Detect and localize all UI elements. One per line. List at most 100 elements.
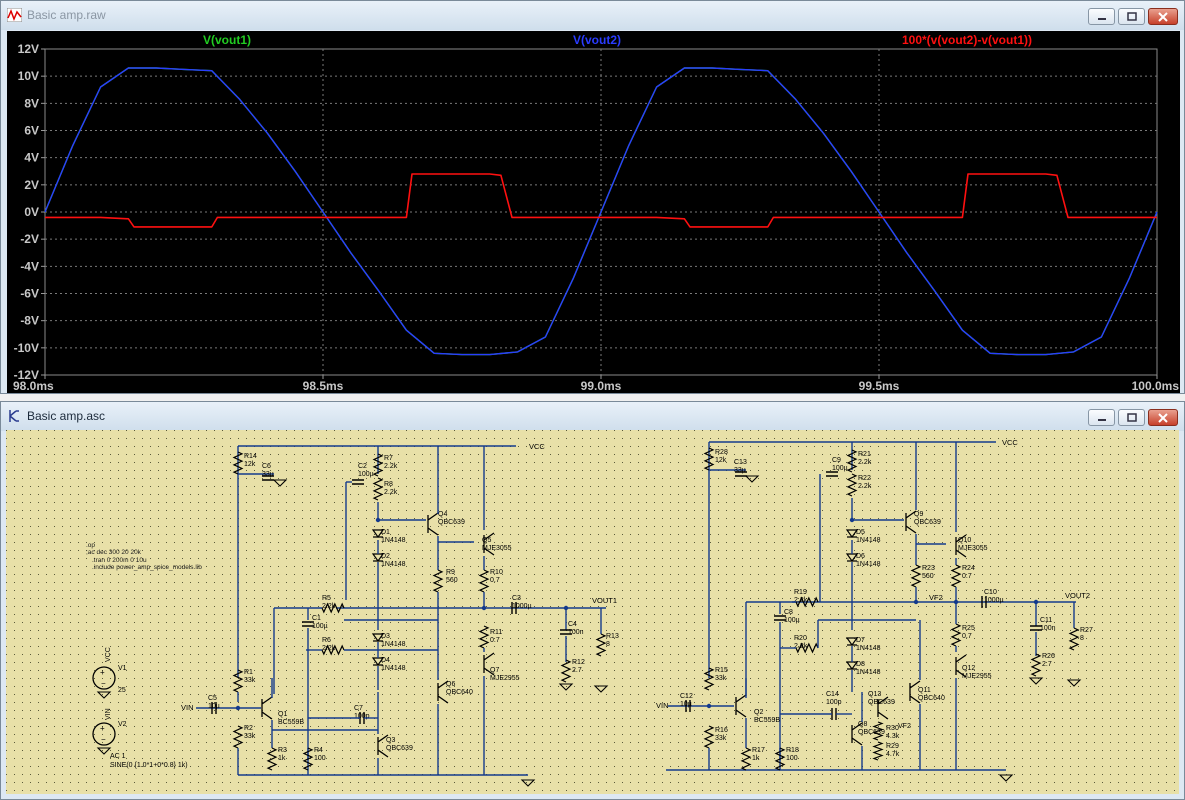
polarity-label: − xyxy=(101,735,106,744)
component-ref: R22 xyxy=(858,475,871,482)
component-ref: Q1 xyxy=(278,711,287,718)
component-value: 8 xyxy=(1080,635,1084,642)
waveform-app-icon xyxy=(7,8,22,22)
component-value: QBC639 xyxy=(386,745,413,752)
ground-symbol xyxy=(744,475,760,483)
component-value: 2.7 xyxy=(1042,661,1052,668)
waveform-titlebar[interactable]: Basic amp.raw xyxy=(1,1,1184,30)
component-ref: R14 xyxy=(244,453,257,460)
transistor-symbol xyxy=(427,512,439,536)
net-label: VF2 xyxy=(929,593,943,602)
component-value: 33k xyxy=(244,677,256,684)
resistor-symbol xyxy=(846,473,858,497)
component-ref: R26 xyxy=(1042,653,1055,660)
component-ref: D7 xyxy=(856,637,865,644)
maximize-button[interactable] xyxy=(1118,409,1145,426)
close-icon xyxy=(1158,11,1168,22)
component-ref: C9 xyxy=(832,457,841,464)
schematic-titlebar[interactable]: Basic amp.asc xyxy=(1,402,1184,431)
resistor-symbol xyxy=(950,564,962,588)
component-ref: Q13 xyxy=(868,691,881,698)
component-ref: R27 xyxy=(1080,627,1093,634)
component-value: 1N4148 xyxy=(856,561,881,568)
component-ref: Q4 xyxy=(438,511,447,518)
voltage-source-symbol xyxy=(92,722,116,746)
legend-entry: V(vout1) xyxy=(203,33,251,47)
resistor-symbol xyxy=(795,642,819,654)
component-value: 0.7 xyxy=(962,573,972,580)
component-value: 1000µ xyxy=(984,597,1004,604)
capacitor-symbol xyxy=(685,700,691,712)
resistor-symbol xyxy=(432,569,444,593)
component-value: 2.2k xyxy=(322,645,336,652)
component-ref: C1 xyxy=(312,615,321,622)
component-value: 100n xyxy=(1040,625,1056,632)
component-ref: R6 xyxy=(322,637,331,644)
transistor-symbol xyxy=(735,694,747,718)
maximize-button[interactable] xyxy=(1118,8,1145,25)
component-ref: R23 xyxy=(922,565,935,572)
transistor-symbol xyxy=(261,696,273,720)
close-icon xyxy=(1158,412,1168,423)
component-value: QBC640 xyxy=(446,689,473,696)
capacitor-symbol xyxy=(735,471,747,477)
component-ref: C5 xyxy=(208,695,217,702)
component-value: 0.7 xyxy=(490,637,500,644)
minimize-button[interactable] xyxy=(1088,409,1115,426)
capacitor-symbol xyxy=(1030,625,1042,631)
close-button[interactable] xyxy=(1148,8,1178,25)
transistor-symbol xyxy=(955,534,967,558)
net-label: VCC xyxy=(529,442,545,451)
component-value: 100 xyxy=(314,755,326,762)
component-value: MJE3055 xyxy=(958,545,988,552)
y-tick-label: -4V xyxy=(20,259,39,273)
component-value: 100p xyxy=(826,699,842,706)
resistor-symbol xyxy=(595,633,607,657)
component-ref: Q3 xyxy=(386,737,395,744)
component-value: MJE2955 xyxy=(962,673,992,680)
component-ref: Q7 xyxy=(490,667,499,674)
component-value: 10µ xyxy=(208,703,220,710)
component-ref: C2 xyxy=(358,463,367,470)
component-value: QBC640 xyxy=(918,695,945,702)
component-value: 2.2k xyxy=(384,489,398,496)
component-ref: Q10 xyxy=(958,537,971,544)
net-label: VF2 xyxy=(898,723,911,730)
resistor-symbol xyxy=(321,644,345,656)
transistor-symbol xyxy=(377,734,389,758)
resistor-symbol xyxy=(774,747,786,771)
component-ref: R18 xyxy=(786,747,799,754)
spice-directive: .tran 0 200m 0 10u xyxy=(92,557,147,564)
series-line-2 xyxy=(44,67,1158,356)
component-ref: V1 xyxy=(118,665,127,672)
component-ref: Q2 xyxy=(754,709,763,716)
y-tick-label: -12V xyxy=(14,368,39,382)
resistor-symbol xyxy=(1068,627,1080,651)
resistor-symbol xyxy=(478,625,490,649)
component-ref: C3 xyxy=(512,595,521,602)
source-value: SINE(0 {1.0*1+0*0.8} 1k) xyxy=(110,762,188,769)
component-ref: D1 xyxy=(381,529,390,536)
ground-symbol xyxy=(593,685,609,693)
component-ref: R15 xyxy=(715,667,728,674)
y-tick-label: 4V xyxy=(24,151,39,165)
transistor-symbol xyxy=(851,722,863,746)
component-value: 100µ xyxy=(832,465,848,472)
transistor-symbol xyxy=(483,652,495,676)
resistor-symbol xyxy=(372,477,384,501)
component-value: 0.7 xyxy=(962,633,972,640)
resistor-symbol xyxy=(560,659,572,683)
y-tick-label: -2V xyxy=(20,232,39,246)
component-value: 4.7k xyxy=(886,751,900,758)
component-ref: Q5 xyxy=(482,537,491,544)
maximize-icon xyxy=(1126,413,1137,422)
resistor-symbol xyxy=(1030,653,1042,677)
close-button[interactable] xyxy=(1148,409,1178,426)
ground-symbol xyxy=(998,774,1014,782)
ground-symbol xyxy=(520,779,536,787)
minimize-button[interactable] xyxy=(1088,8,1115,25)
component-ref: C10 xyxy=(984,589,997,596)
